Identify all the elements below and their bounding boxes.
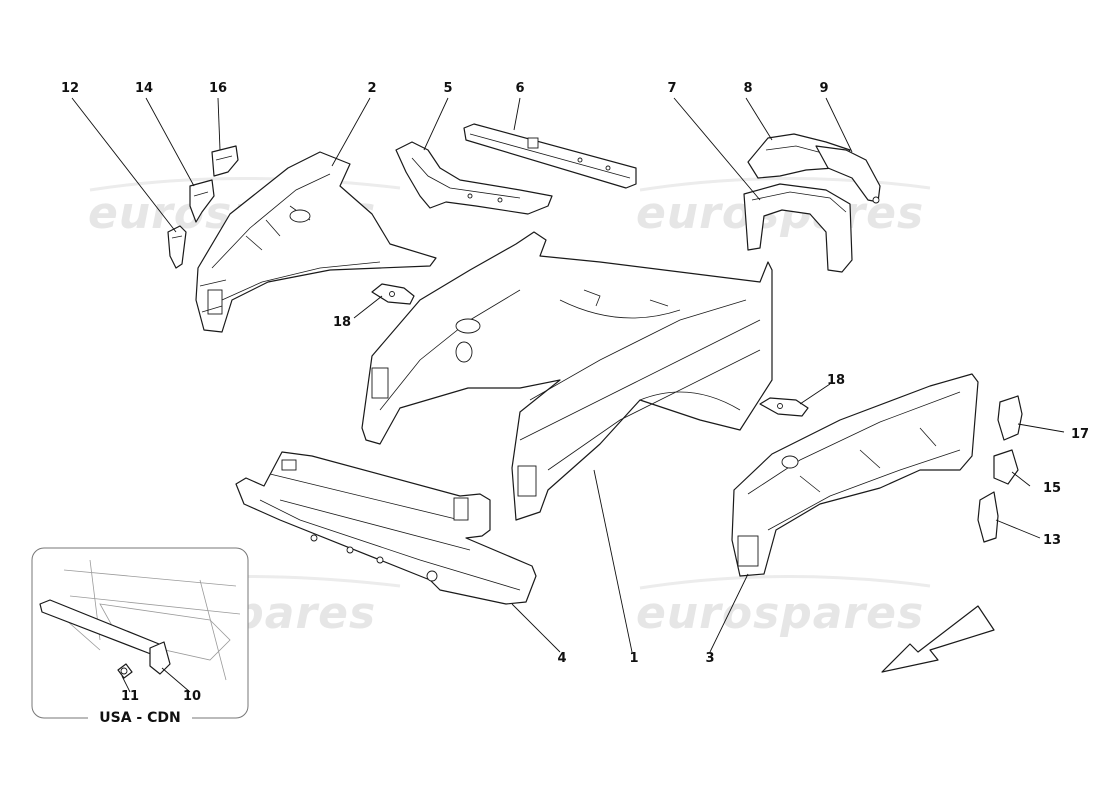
inset-label: USA - CDN (99, 710, 180, 726)
callout-7: 7 (667, 81, 676, 96)
callout-4: 4 (557, 651, 566, 666)
direction-arrow-icon (881, 605, 995, 673)
callout-2: 2 (367, 81, 376, 96)
callout-3: 3 (705, 651, 714, 666)
leader-lines (71, 97, 1065, 693)
callout-11: 11 (121, 689, 139, 704)
callout-13: 13 (1043, 533, 1061, 548)
callouts: 12 14 16 2 5 6 7 8 9 18 18 17 15 13 4 1 … (61, 81, 1089, 704)
part-6-cross-beam (463, 123, 637, 189)
watermark-text: eurospares (636, 588, 924, 639)
part-5-strut (395, 141, 553, 215)
part-15-panel (993, 449, 1019, 485)
part-17-panel (997, 395, 1023, 441)
callout-5: 5 (443, 81, 452, 96)
callout-15: 15 (1043, 481, 1061, 496)
callout-16: 16 (209, 81, 227, 96)
callout-8: 8 (743, 81, 752, 96)
part-9-upper-panel (815, 145, 881, 204)
part-14-bracket (189, 179, 215, 223)
part-18-bracket-upper (371, 283, 415, 305)
part-4-bumper-beam (235, 451, 537, 605)
part-2-left-front-frame (195, 151, 437, 333)
part-12-bracket (167, 225, 187, 269)
part-1-front-subframe (361, 231, 773, 521)
callout-1: 1 (629, 651, 638, 666)
inset-usa-cdn: USA - CDN (31, 547, 249, 726)
part-7-wheel-arch (743, 183, 853, 273)
part-13-panel (977, 491, 999, 543)
callout-14: 14 (135, 81, 153, 96)
callout-9: 9 (819, 81, 828, 96)
callout-10: 10 (183, 689, 201, 704)
part-3-right-frame (731, 373, 979, 577)
callout-12: 12 (61, 81, 79, 96)
callout-18-upper: 18 (333, 315, 351, 330)
part-18-bracket-lower (759, 397, 809, 417)
callout-18-lower: 18 (827, 373, 845, 388)
callout-6: 6 (515, 81, 524, 96)
part-16-bracket (211, 145, 239, 177)
callout-17: 17 (1071, 427, 1089, 442)
